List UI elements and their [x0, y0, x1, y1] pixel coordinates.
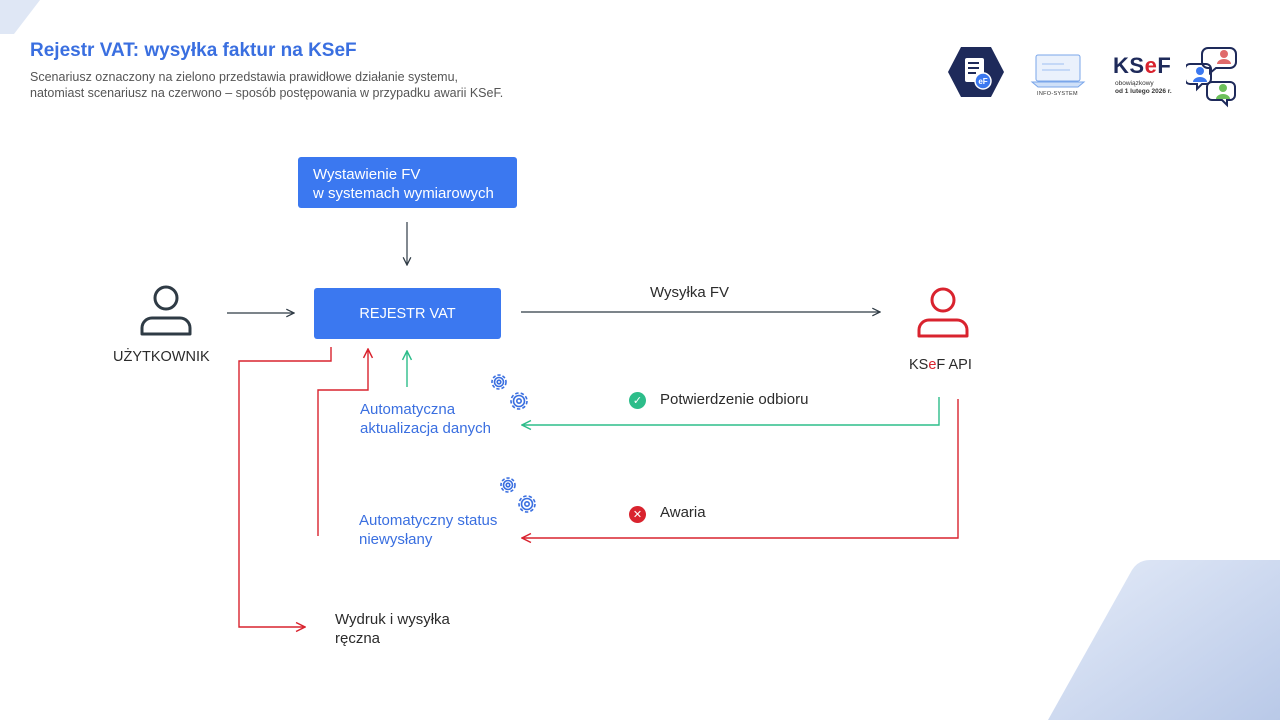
auto-status-line-1: Automatyczny status: [359, 512, 498, 529]
manual-send-label: Wydruk i wysyłka ręczna: [335, 610, 450, 648]
auto-update-line-2: aktualizacja danych: [360, 420, 491, 437]
badge-letters: eF: [978, 77, 987, 86]
arrow-status-to-rejestr: [317, 349, 368, 536]
send-invoice-label: Wysyłka FV: [650, 284, 730, 301]
auto-update-label: Automatyczna aktualizacja danych: [360, 400, 491, 438]
auto-status-line-2: niewysłany: [359, 531, 433, 548]
page-subtitle: Scenariusz oznaczony na zielono przedsta…: [30, 69, 650, 101]
ksef-badge-logo: eF: [948, 47, 1004, 97]
arrow-failure: [522, 399, 959, 538]
user-icon: [140, 285, 192, 336]
ksef-logo-sub-1: obowiązkowy: [1115, 80, 1154, 87]
info-system-logo: [1030, 54, 1086, 88]
ksef-api-label-a: KS: [909, 357, 929, 373]
ksef-logo-e: e: [1144, 53, 1158, 78]
ksef-logo-text: KSeF: [1113, 53, 1171, 79]
ksef-api-icon: [917, 287, 969, 338]
manual-send-line-1: Wydruk i wysyłka: [335, 611, 450, 628]
top-left-decoration: [0, 0, 40, 34]
confirmation-label: Potwierdzenie odbioru: [660, 391, 809, 408]
ksef-api-label-e: e: [928, 357, 937, 373]
ksef-logo-subtext: obowiązkowy od 1 lutego 2026 r.: [1115, 80, 1185, 95]
manual-send-line-2: ręczna: [335, 630, 381, 647]
gears-icon-update: [491, 374, 528, 410]
ksef-logo-k: KS: [1113, 53, 1145, 78]
box-issue-invoice-line-1: Wystawienie FV: [313, 166, 421, 183]
ksef-api-label: KSeF API: [909, 357, 972, 373]
subtitle-line-2: natomiast scenariusz na czerwono – sposó…: [30, 86, 504, 100]
subtitle-line-1: Scenariusz oznaczony na zielono przedsta…: [30, 70, 459, 84]
box-issue-invoice-line-2: w systemach wymiarowych: [313, 185, 494, 202]
failure-label: Awaria: [660, 504, 706, 521]
arrow-rejestr-to-manual: [238, 347, 332, 627]
box-issue-invoice: Wystawienie FV w systemach wymiarowych: [298, 157, 517, 208]
ksef-logo-sub-2: od 1 lutego 2026 r.: [1115, 87, 1172, 95]
gears-icon-status: [500, 477, 536, 513]
ksef-api-label-b: F API: [936, 357, 972, 373]
people-chat-icon: [1186, 47, 1237, 108]
bottom-right-decoration: [1048, 560, 1280, 720]
error-icon: ✕: [629, 506, 646, 523]
check-icon: ✓: [629, 392, 646, 409]
ksef-logo-f: F: [1157, 53, 1172, 78]
auto-status-label: Automatyczny status niewysłany: [359, 511, 497, 549]
info-system-label: INFO-SYSTEM: [1037, 91, 1078, 97]
auto-update-line-1: Automatyczna: [360, 401, 456, 418]
arrow-confirmation: [522, 397, 940, 425]
page-title: Rejestr VAT: wysyłka faktur na KSeF: [30, 40, 357, 61]
user-label: UŻYTKOWNIK: [113, 349, 210, 365]
box-rejestr-vat: REJESTR VAT: [314, 288, 501, 339]
